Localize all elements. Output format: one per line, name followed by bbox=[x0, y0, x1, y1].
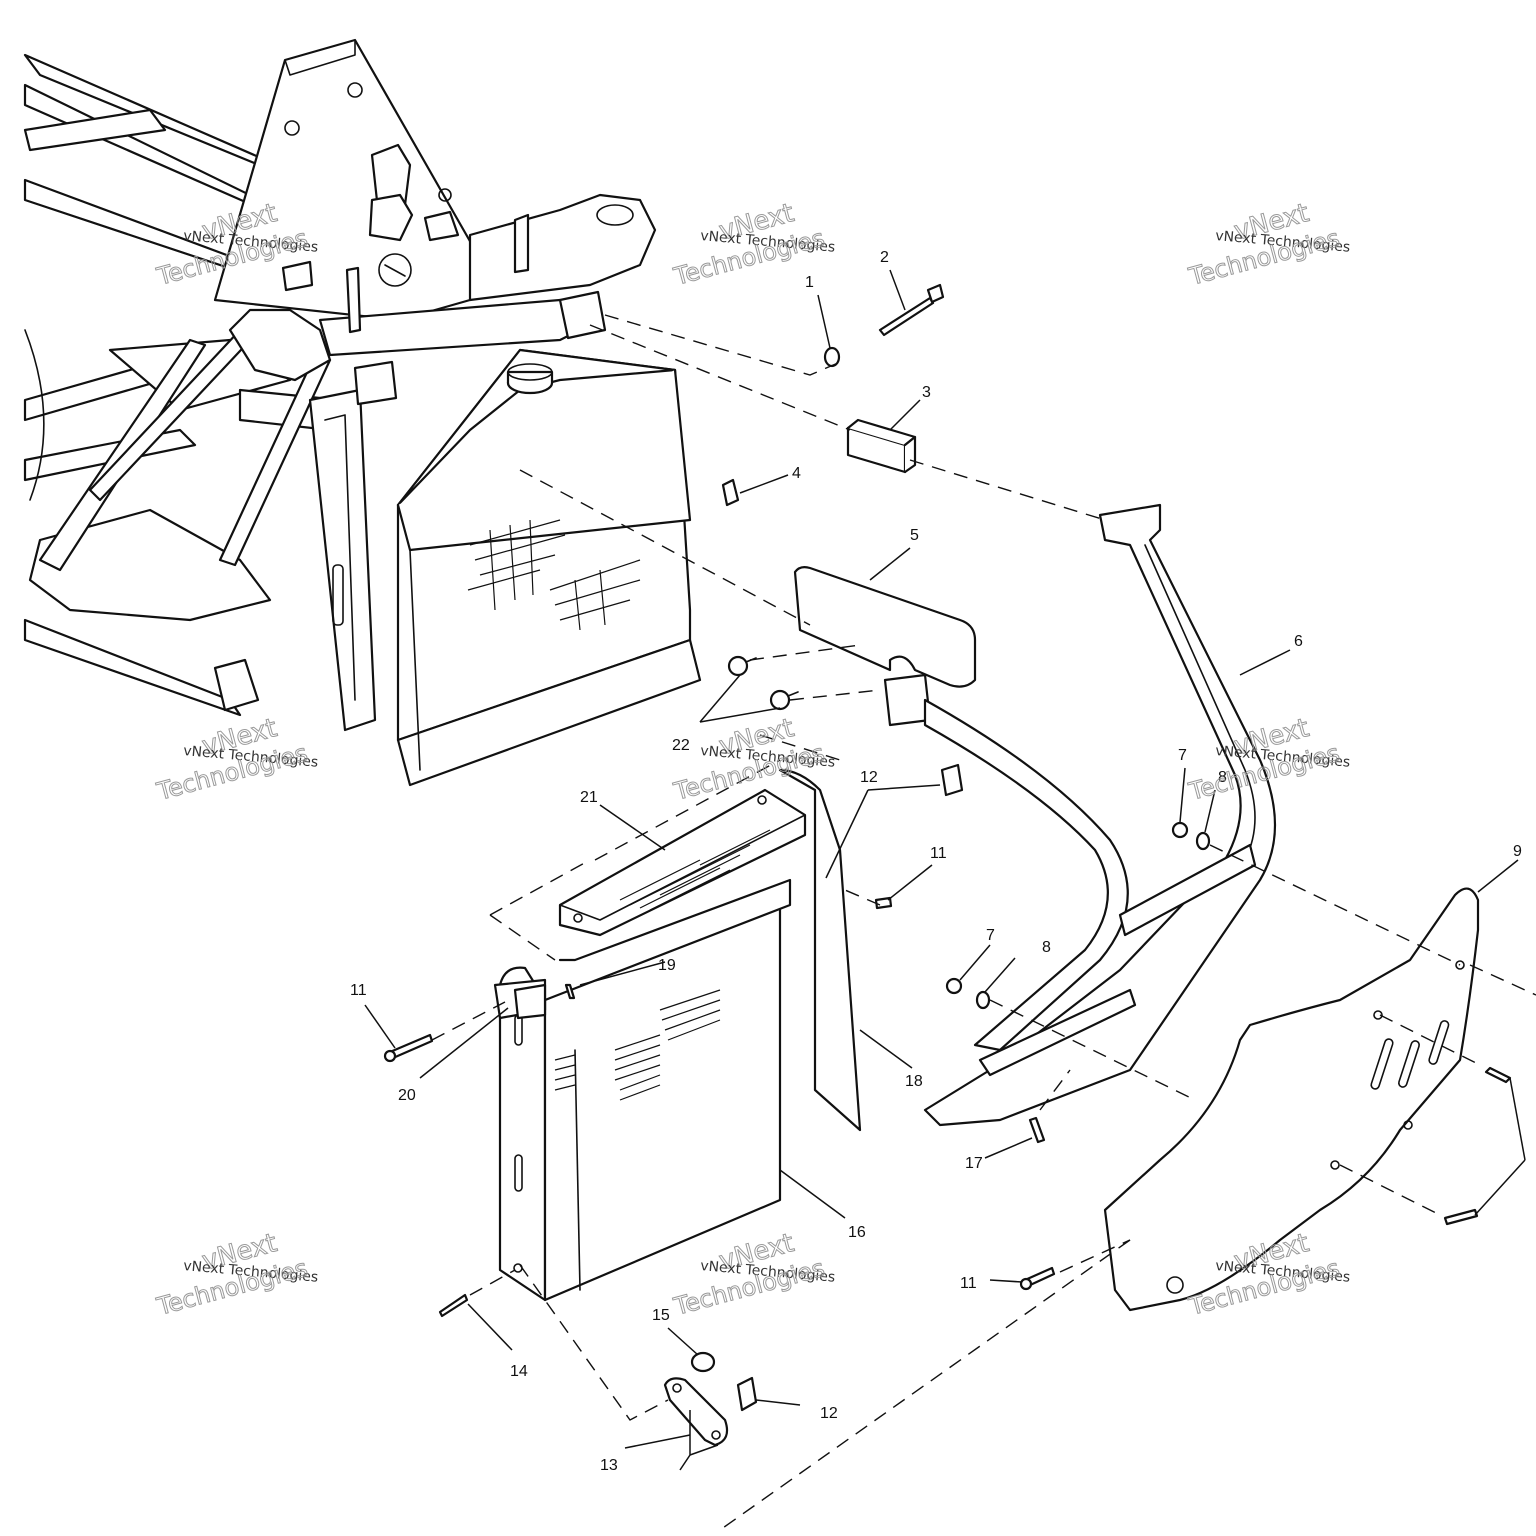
top-grille bbox=[558, 788, 807, 937]
radiator-shroud bbox=[493, 878, 792, 1302]
watermark-middle-right: vNext vNext Technologies Technologies bbox=[1185, 713, 1351, 807]
bezel-panel bbox=[793, 566, 977, 688]
skid-plate-slots bbox=[1166, 960, 1465, 1294]
callout-3: 3 bbox=[922, 384, 931, 401]
callout-20: 20 bbox=[398, 1087, 416, 1104]
callout-4: 4 bbox=[792, 465, 801, 482]
watermark-top-right: vNext vNext Technologies Technologies bbox=[1185, 198, 1351, 292]
callout-16: 16 bbox=[848, 1224, 866, 1241]
callout-1: 1 bbox=[805, 274, 814, 291]
callout-6: 6 bbox=[1294, 633, 1303, 650]
callout-22: 22 bbox=[672, 737, 690, 754]
callout-labels: 1 2 3 4 5 6 7 8 9 11 12 7 8 11 12 19 20 … bbox=[350, 249, 1522, 1474]
side-deflector bbox=[778, 768, 862, 1132]
front-bumper bbox=[883, 503, 1277, 1127]
callout-18: 18 bbox=[905, 1073, 923, 1090]
callout-11-lower: 11 bbox=[960, 1275, 977, 1292]
callout-12-upper: 12 bbox=[860, 769, 878, 786]
hardware bbox=[383, 283, 1512, 1447]
callout-7-upper: 7 bbox=[1178, 747, 1187, 764]
callout-2: 2 bbox=[880, 249, 889, 266]
callout-21: 21 bbox=[580, 789, 598, 806]
callout-19: 19 bbox=[658, 957, 676, 974]
assembly-lines bbox=[431, 314, 1536, 1531]
callout-8-upper: 8 bbox=[1218, 769, 1227, 786]
watermark-middle-center: vNext vNext Technologies Technologies bbox=[670, 713, 836, 807]
callout-11-upper: 11 bbox=[930, 845, 947, 862]
watermark-middle-left: vNext vNext Technologies Technologies bbox=[153, 713, 319, 807]
callout-8-lower: 8 bbox=[1042, 939, 1051, 956]
callout-17: 17 bbox=[965, 1155, 983, 1172]
callout-14: 14 bbox=[510, 1363, 528, 1380]
skid-plate bbox=[1103, 887, 1480, 1312]
callout-11-left: 11 bbox=[350, 982, 367, 999]
watermark-bottom-left: vNext vNext Technologies Technologies bbox=[153, 1228, 319, 1322]
callout-15: 15 bbox=[652, 1307, 670, 1324]
frame-assembly bbox=[23, 38, 657, 732]
radiator-core bbox=[396, 348, 702, 787]
callout-13: 13 bbox=[600, 1457, 618, 1474]
callout-7-lower: 7 bbox=[986, 927, 995, 944]
leader-lines bbox=[364, 269, 1526, 1471]
callout-9: 9 bbox=[1513, 843, 1522, 860]
callout-12-lower: 12 bbox=[820, 1405, 838, 1422]
callout-5: 5 bbox=[910, 527, 919, 544]
watermark-bottom-center: vNext vNext Technologies Technologies bbox=[670, 1228, 836, 1322]
